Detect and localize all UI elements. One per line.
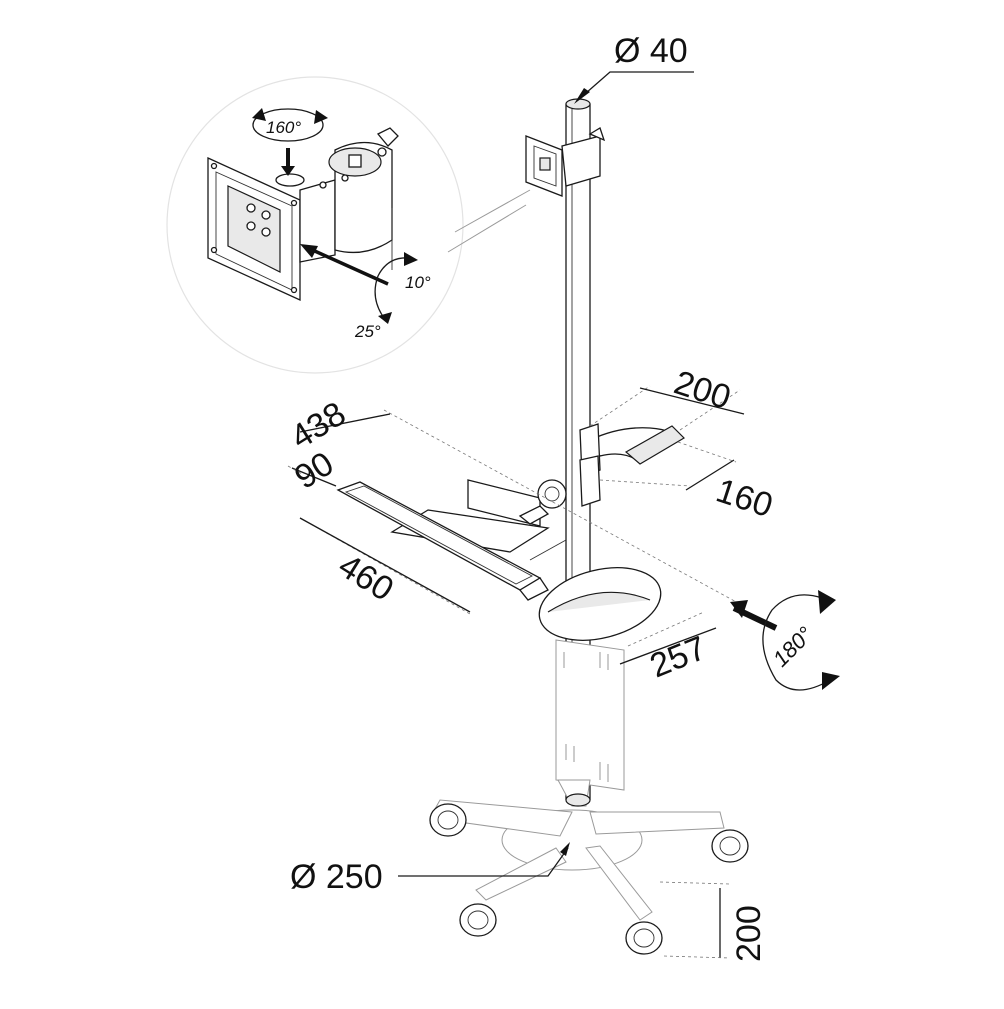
mouse-depth-label: 90 xyxy=(288,445,340,497)
seat-dimension xyxy=(619,611,717,665)
tilt-up-label: 10° xyxy=(405,273,431,292)
seat-pad xyxy=(538,567,662,791)
base-height-dimension xyxy=(659,881,731,959)
monitor-bracket xyxy=(525,127,606,197)
base xyxy=(429,779,749,955)
tilt-arrow-icon xyxy=(300,244,418,324)
vesa-plate xyxy=(207,156,301,302)
pole-diameter-dimension xyxy=(574,71,694,104)
holder-length-label: 200 xyxy=(670,363,736,417)
swivel-arrow-icon xyxy=(252,108,328,142)
detail-inset: 160° 10° 25° xyxy=(166,76,531,374)
base-height-label: 200 xyxy=(730,905,768,962)
inset-circle xyxy=(166,76,464,374)
keyboard-length-label: 460 xyxy=(332,547,400,609)
base-diameter-label: Ø 250 xyxy=(290,858,383,896)
holder-dimensions xyxy=(589,385,745,491)
seat-offset-label: 257 xyxy=(645,629,712,685)
swivel-angle-label: 160° xyxy=(266,118,301,137)
base-diameter-dimension xyxy=(398,842,570,877)
rotation-arrow-icon xyxy=(730,590,840,691)
screw xyxy=(275,148,305,187)
clamp-body xyxy=(299,127,399,270)
pole-diameter-label: Ø 40 xyxy=(614,32,688,70)
holder-arm xyxy=(579,423,685,507)
tray-dimensions xyxy=(287,409,741,615)
tilt-down-label: 25° xyxy=(354,322,381,341)
caster-wheels xyxy=(429,803,749,955)
keyboard-tray xyxy=(336,479,567,601)
holder-depth-label: 160 xyxy=(712,471,778,525)
inset-leader-lines xyxy=(447,189,531,253)
